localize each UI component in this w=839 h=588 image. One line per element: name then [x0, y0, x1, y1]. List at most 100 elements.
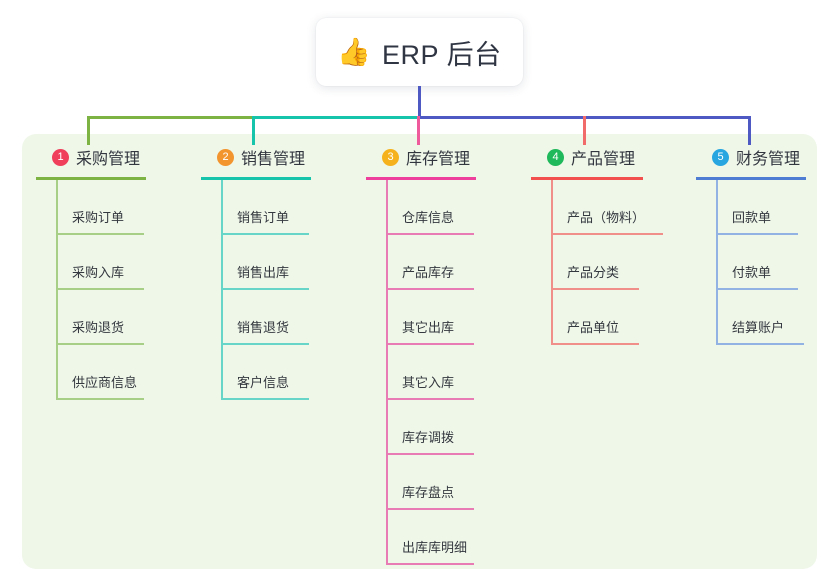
branch-column-product: 4 产品管理 产品（物料） 产品分类 产品单位 [531, 144, 663, 345]
leaf-label: 库存调拨 [402, 430, 455, 445]
leaf-node[interactable]: 销售订单 [201, 180, 311, 235]
leaf-label: 付款单 [732, 265, 772, 280]
branch-column-finance: 5 财务管理 回款单 付款单 结算账户 [696, 144, 806, 345]
branch-items-purchase: 采购订单 采购入库 采购退货 供应商信息 [36, 180, 146, 400]
branch-column-sales: 2 销售管理 销售订单 销售出库 销售退货 客户信息 [201, 144, 311, 400]
leaf-label: 产品分类 [567, 265, 620, 280]
leaf-label: 回款单 [732, 210, 772, 225]
leaf-node[interactable]: 客户信息 [201, 345, 311, 400]
leaf-rule [56, 343, 144, 345]
branch-items-sales: 销售订单 销售出库 销售退货 客户信息 [201, 180, 311, 400]
branch-title-finance: 财务管理 [736, 151, 801, 168]
leaf-node[interactable]: 回款单 [696, 180, 806, 235]
connector-drop-product [583, 116, 586, 145]
leaf-label: 销售出库 [237, 265, 290, 280]
leaf-rule [386, 343, 474, 345]
leaf-node[interactable]: 销售出库 [201, 235, 311, 290]
branch-spine-finance [716, 180, 718, 345]
leaf-rule [221, 288, 309, 290]
connector-bus-teal [252, 116, 419, 119]
branch-spine-sales [221, 180, 223, 400]
branch-header-inventory[interactable]: 3 库存管理 [366, 144, 476, 170]
leaf-rule [716, 343, 804, 345]
leaf-rule [716, 233, 798, 235]
branch-items-finance: 回款单 付款单 结算账户 [696, 180, 806, 345]
leaf-node[interactable]: 付款单 [696, 235, 806, 290]
branch-column-inventory: 3 库存管理 仓库信息 产品库存 其它出库 其它入库 库存调拨 库存盘点 [366, 144, 476, 565]
leaf-node[interactable]: 结算账户 [696, 290, 806, 345]
thumbs-up-icon: 👍 [337, 36, 372, 67]
leaf-node[interactable]: 其它入库 [366, 345, 476, 400]
connector-drop-inventory [417, 116, 420, 145]
branch-badge-3: 3 [382, 148, 399, 166]
leaf-label: 其它出库 [402, 320, 455, 335]
branch-rule-sales [201, 177, 311, 180]
leaf-node[interactable]: 销售退货 [201, 290, 311, 345]
connector-drop-finance [748, 116, 751, 145]
root-node-title: ERP 后台 [382, 39, 502, 70]
root-node-content: 👍 ERP 后台 [337, 33, 501, 72]
leaf-node[interactable]: 产品（物料） [531, 180, 663, 235]
leaf-node[interactable]: 其它出库 [366, 290, 476, 345]
leaf-rule [221, 233, 309, 235]
branch-badge-5: 5 [712, 148, 729, 166]
branch-rule-product [531, 177, 643, 180]
branch-title-purchase: 采购管理 [76, 151, 141, 168]
branch-header-purchase[interactable]: 1 采购管理 [36, 144, 146, 170]
leaf-node[interactable]: 库存盘点 [366, 455, 476, 510]
branch-spine-purchase [56, 180, 58, 400]
leaf-rule [386, 563, 474, 565]
branch-header-sales[interactable]: 2 销售管理 [201, 144, 311, 170]
branch-header-finance[interactable]: 5 财务管理 [696, 144, 806, 170]
leaf-node[interactable]: 库存调拨 [366, 400, 476, 455]
branch-items-inventory: 仓库信息 产品库存 其它出库 其它入库 库存调拨 库存盘点 出库库明细 [366, 180, 476, 565]
connector-drop-purchase [87, 116, 90, 145]
leaf-label: 采购入库 [72, 265, 125, 280]
branch-badge-2: 2 [217, 148, 234, 166]
leaf-node[interactable]: 产品库存 [366, 235, 476, 290]
leaf-label: 销售订单 [237, 210, 290, 225]
leaf-rule [56, 233, 144, 235]
leaf-rule [386, 288, 474, 290]
root-node-card[interactable]: 👍 ERP 后台 [316, 18, 523, 86]
leaf-label: 产品单位 [567, 320, 620, 335]
leaf-rule [551, 233, 663, 235]
branch-rule-inventory [366, 177, 476, 180]
leaf-node[interactable]: 产品分类 [531, 235, 643, 290]
leaf-node[interactable]: 采购退货 [36, 290, 146, 345]
leaf-label: 仓库信息 [402, 210, 455, 225]
connector-bus-green [87, 116, 254, 119]
leaf-rule [221, 343, 309, 345]
leaf-node[interactable]: 出库库明细 [366, 510, 476, 565]
leaf-label: 产品（物料） [567, 210, 646, 225]
leaf-rule [386, 398, 474, 400]
branch-badge-1: 1 [52, 148, 69, 166]
branch-title-product: 产品管理 [571, 151, 636, 168]
branch-title-inventory: 库存管理 [406, 151, 471, 168]
leaf-label: 销售退货 [237, 320, 290, 335]
leaf-rule [716, 288, 798, 290]
leaf-label: 结算账户 [732, 320, 785, 335]
leaf-rule [386, 508, 474, 510]
leaf-rule [221, 398, 309, 400]
leaf-label: 客户信息 [237, 375, 290, 390]
branch-rule-purchase [36, 177, 146, 180]
leaf-rule [56, 398, 144, 400]
leaf-node[interactable]: 供应商信息 [36, 345, 146, 400]
connector-drop-sales [252, 116, 255, 145]
leaf-label: 采购订单 [72, 210, 125, 225]
leaf-node[interactable]: 采购入库 [36, 235, 146, 290]
leaf-label: 库存盘点 [402, 485, 455, 500]
branch-badge-4: 4 [547, 148, 564, 166]
leaf-label: 产品库存 [402, 265, 455, 280]
connector-root-stem [418, 86, 421, 118]
branch-spine-product [551, 180, 553, 345]
leaf-rule [56, 288, 144, 290]
leaf-node[interactable]: 仓库信息 [366, 180, 476, 235]
leaf-label: 供应商信息 [72, 375, 138, 390]
leaf-node[interactable]: 采购订单 [36, 180, 146, 235]
leaf-rule [551, 288, 639, 290]
leaf-label: 出库库明细 [402, 540, 468, 555]
branch-header-product[interactable]: 4 产品管理 [531, 144, 643, 170]
leaf-node[interactable]: 产品单位 [531, 290, 643, 345]
